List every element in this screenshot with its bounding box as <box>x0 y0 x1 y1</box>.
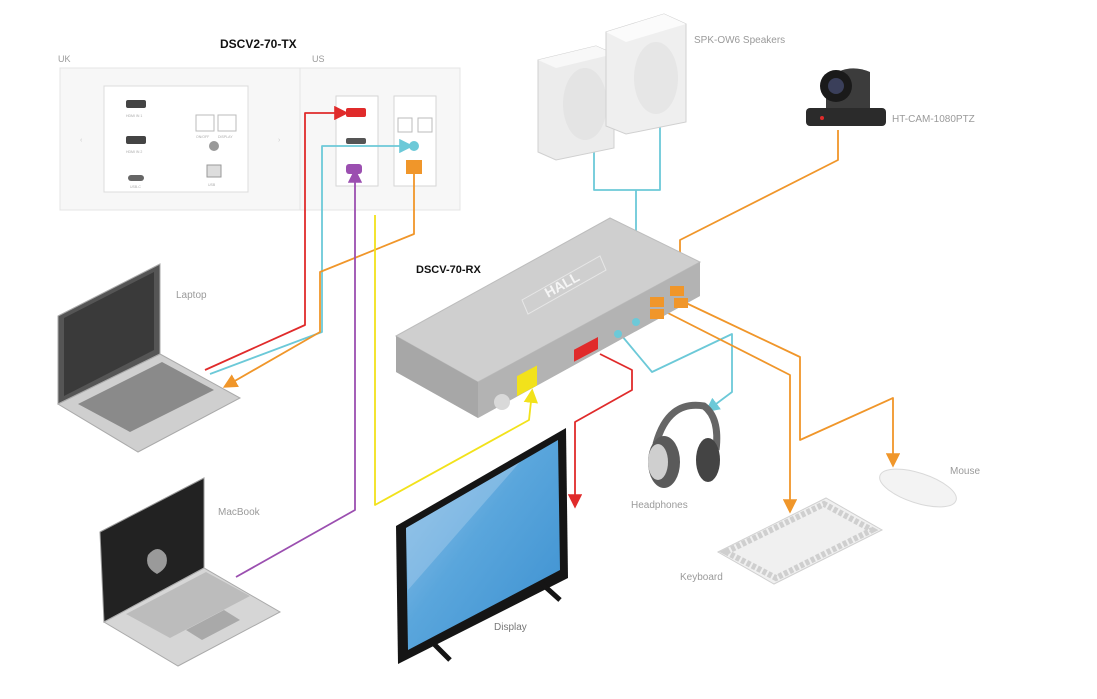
keyboard-label: Keyboard <box>680 572 723 583</box>
laptop-label: Laptop <box>176 290 207 301</box>
speakers-label: SPK-OW6 Speakers <box>694 35 785 46</box>
cable-mouse <box>685 302 901 468</box>
rx-title: DSCV-70-RX <box>416 264 481 276</box>
cable-camera <box>672 130 839 289</box>
macbook-label: MacBook <box>218 507 261 518</box>
cable-hdmi-display <box>567 353 633 509</box>
cables <box>204 105 901 578</box>
port-label-display: DISPLAY <box>218 135 233 139</box>
svg-text:‹: ‹ <box>80 137 83 144</box>
mouse <box>879 468 957 508</box>
tx-title: DSCV2-70-TX <box>220 37 297 51</box>
display <box>396 428 568 664</box>
cable-hdmi-laptop <box>204 105 349 371</box>
port-label-usb: USB <box>208 183 216 187</box>
rx-box: HALL <box>394 217 702 418</box>
port-label-usbc: USB-C <box>130 185 141 189</box>
camera-label: HT-CAM-1080PTZ <box>892 114 975 125</box>
us-label: US <box>312 54 325 64</box>
cable-keyboard <box>661 309 798 514</box>
laptop <box>56 263 242 453</box>
mouse-label: Mouse <box>950 466 980 477</box>
port-label-hdmi2: HDMI IN 2 <box>126 150 142 154</box>
headphones-label: Headphones <box>631 500 688 511</box>
tx-wallplate-uk: ‹ › <box>59 67 301 211</box>
uk-label: UK <box>58 54 71 64</box>
speakers <box>537 13 687 161</box>
keyboard <box>716 497 884 585</box>
port-label-onoff: ON/OFF <box>196 135 209 139</box>
display-label: Display <box>494 622 527 633</box>
tx-wallplate-us <box>299 67 461 211</box>
headphones <box>648 401 721 488</box>
port-label-hdmi1: HDMI IN 1 <box>126 114 142 118</box>
cable-display-yellow <box>374 215 539 506</box>
cable-headphones <box>621 333 733 413</box>
macbook <box>99 477 282 667</box>
cable-audio-laptop <box>209 138 414 375</box>
cable-usbc-macbook <box>235 168 363 578</box>
ptz-camera <box>806 68 886 126</box>
cable-usb-laptop <box>222 172 415 388</box>
svg-text:›: › <box>278 137 281 144</box>
